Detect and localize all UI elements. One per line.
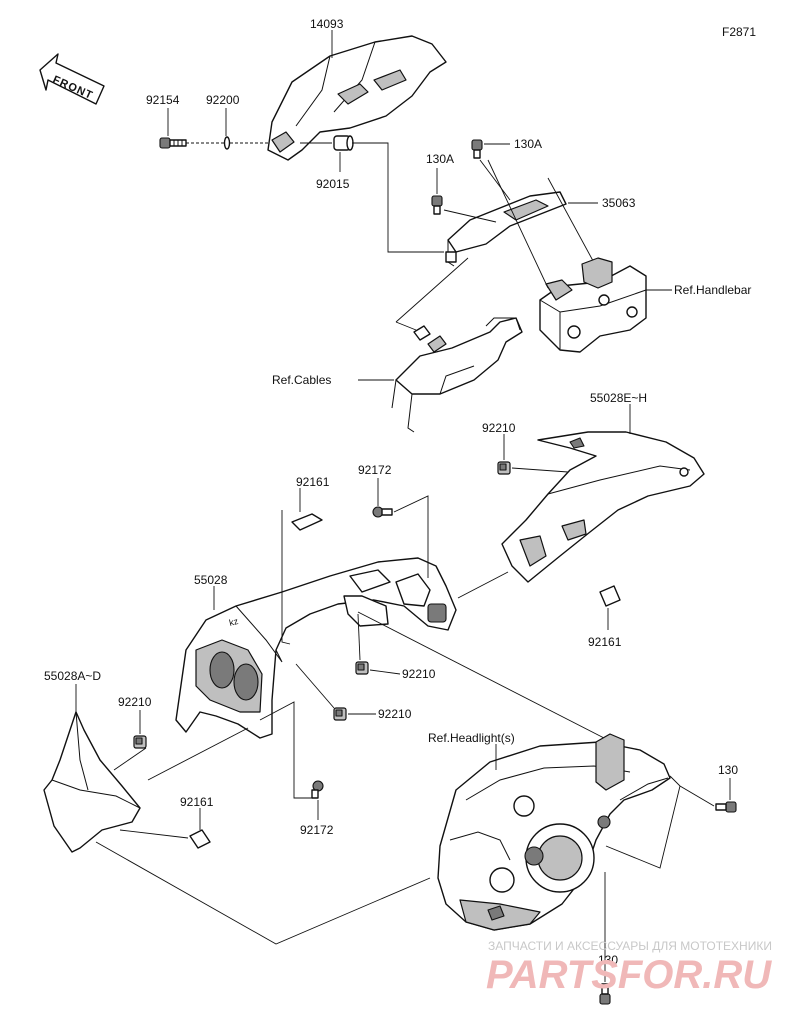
figure-id: F2871: [722, 25, 756, 39]
ref-handlebar[interactable]: Ref.Handlebar: [674, 283, 751, 297]
callout-92161-left: 92161: [180, 795, 214, 809]
screw-92172-bottom[interactable]: [311, 780, 324, 799]
pad-92161-top[interactable]: [291, 513, 323, 531]
lower-cowl-55028A-D[interactable]: [43, 711, 141, 853]
callout-92210-lower: 92210: [378, 707, 412, 721]
headlight-assembly: [437, 733, 671, 931]
bracket-35063[interactable]: [445, 191, 567, 267]
callout-92172-bottom: 92172: [300, 823, 334, 837]
callout-14093: 14093: [310, 17, 344, 31]
pad-92161-left[interactable]: [189, 829, 211, 849]
windscreen-visor-14093[interactable]: [267, 35, 447, 161]
pad-92161-right[interactable]: [599, 585, 621, 607]
bolt-92154[interactable]: [159, 137, 187, 149]
bolt-130-bottom[interactable]: [599, 983, 611, 1005]
callout-55028A-D: 55028A~D: [44, 669, 101, 683]
bolt-130-right[interactable]: [715, 801, 737, 813]
clip-nut-92210-top[interactable]: [497, 461, 511, 475]
clip-nut-92210-mid[interactable]: [355, 661, 369, 675]
watermark-brand: PARTSFOR.RU: [486, 953, 772, 997]
clip-nut-92210-left[interactable]: [133, 735, 147, 749]
bolt-130A-left[interactable]: [431, 195, 443, 215]
svg-text:kz: kz: [228, 616, 240, 628]
callout-130-right: 130: [718, 763, 738, 777]
callout-92210-mid: 92210: [402, 667, 436, 681]
ref-headlights[interactable]: Ref.Headlight(s): [428, 731, 515, 745]
callout-130A-right: 130A: [514, 137, 542, 151]
callout-92161-right: 92161: [588, 635, 622, 649]
callout-55028E-H: 55028E~H: [590, 391, 647, 405]
clip-nut-92210-lower[interactable]: [333, 707, 347, 721]
callout-92154: 92154: [146, 93, 180, 107]
callout-92161-top: 92161: [296, 475, 330, 489]
callout-92172-top: 92172: [358, 463, 392, 477]
upper-cowl-55028[interactable]: kz: [175, 557, 457, 739]
callout-55028: 55028: [194, 573, 228, 587]
ref-cables[interactable]: Ref.Cables: [272, 373, 331, 387]
washer-92200[interactable]: [223, 136, 231, 150]
callout-35063: 35063: [602, 196, 636, 210]
collar-92015[interactable]: [333, 135, 354, 151]
callout-92200: 92200: [206, 93, 240, 107]
callout-92015: 92015: [316, 177, 350, 191]
cable-bracket-assembly: [391, 317, 523, 433]
callout-92210-left: 92210: [118, 695, 152, 709]
callout-130-bottom: 130: [598, 953, 618, 967]
handlebar-clamp-assembly: [539, 257, 647, 353]
bolt-130A-right[interactable]: [471, 139, 483, 159]
screw-92172-top[interactable]: [372, 506, 393, 518]
callout-92210-top: 92210: [482, 421, 516, 435]
front-direction-arrow: FRONT: [39, 53, 105, 105]
side-cowl-55028E-H[interactable]: [501, 431, 705, 583]
watermark-tagline: ЗАПЧАСТИ И АКСЕССУАРЫ ДЛЯ МОТОТЕХНИКИ: [488, 939, 772, 953]
callout-130A-left: 130A: [426, 152, 454, 166]
